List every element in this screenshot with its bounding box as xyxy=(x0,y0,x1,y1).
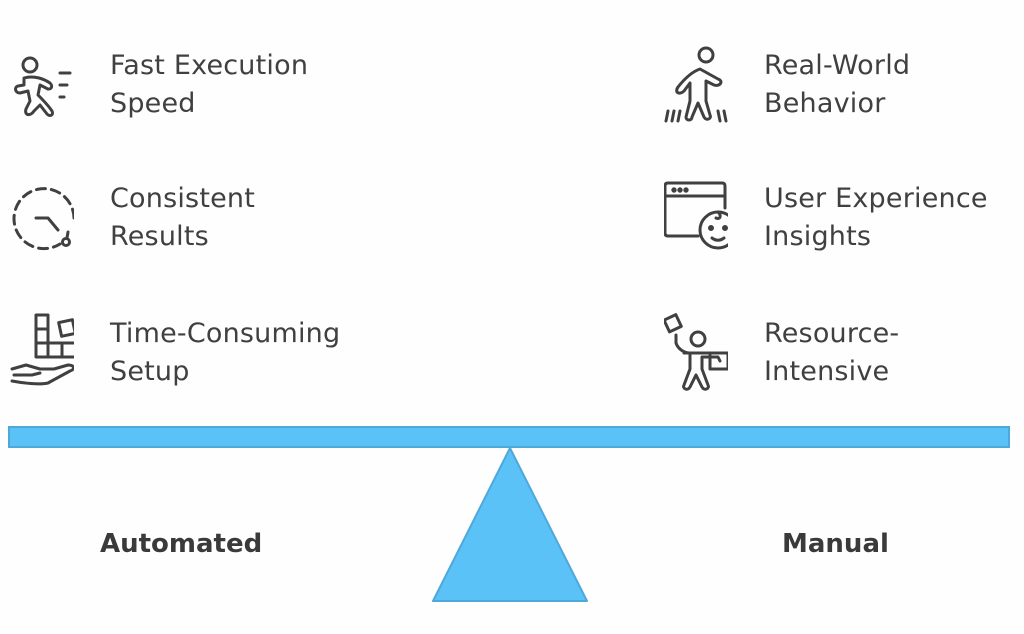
person-juggling-boxes-icon xyxy=(664,313,730,393)
left-item-1: Fast Execution Speed xyxy=(10,45,308,125)
left-item-2: Consistent Results xyxy=(10,178,255,258)
right-item-2: User Experience Insights xyxy=(664,178,988,258)
item-label: Fast Execution Speed xyxy=(110,50,309,119)
fulcrum-triangle xyxy=(432,447,588,602)
item-label: Real-World Behavior xyxy=(764,50,911,119)
right-item-1: Real-World Behavior xyxy=(664,45,910,125)
item-label: Resource- Intensive xyxy=(764,318,900,387)
automated-label: Automated xyxy=(100,529,263,559)
browser-window-face-icon xyxy=(664,178,730,258)
dashed-clock-icon xyxy=(10,178,76,258)
walking-person-icon xyxy=(664,45,730,125)
item-label: Time-Consuming Setup xyxy=(110,318,341,387)
manual-label: Manual xyxy=(782,529,889,559)
item-label: Consistent Results xyxy=(110,183,256,252)
balance-beam xyxy=(8,426,1010,448)
right-item-3: Resource- Intensive xyxy=(664,313,899,393)
hand-holding-blocks-icon xyxy=(10,313,76,393)
running-person-icon xyxy=(10,45,76,125)
left-item-3: Time-Consuming Setup xyxy=(10,313,340,393)
item-label: User Experience Insights xyxy=(764,183,988,252)
